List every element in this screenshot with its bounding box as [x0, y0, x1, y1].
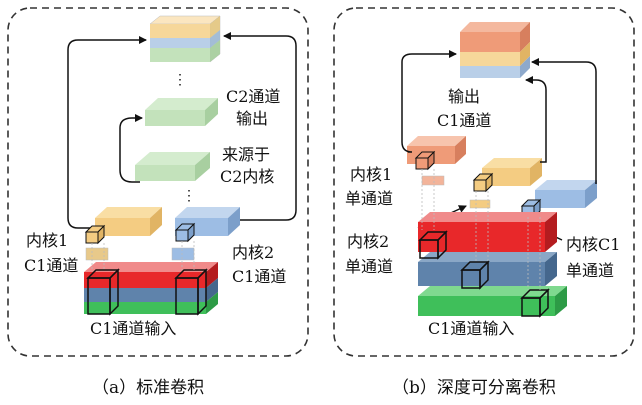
k2-cube-b [472, 172, 494, 193]
label-output-channel-b: C1通道 [437, 111, 491, 130]
kernel2-cube [174, 222, 196, 243]
arrow-kernel1-to-output [67, 36, 147, 229]
arrow-kernel2-to-output [223, 32, 297, 221]
output-channel-slab-2 [135, 152, 210, 181]
input-tensor [84, 262, 218, 316]
k1-cube-b [414, 150, 436, 171]
arrow-k2-to-output-b [525, 76, 547, 163]
kernel2-tile [171, 247, 195, 261]
depthwise-output-2 [482, 158, 542, 186]
dots-middle: ⋮ [182, 188, 196, 204]
label-kernel1-channel: C1通道 [24, 256, 78, 275]
panel-a: ⋮ C2通道 输出 来源于 C2内核 ⋮ [7, 7, 309, 357]
label-kernel2-channel: C1通道 [232, 267, 286, 286]
label-from: 来源于 [222, 145, 270, 164]
panel-b: 输出 C1通道 [333, 7, 635, 357]
label-kernelc1-b: 内核C1 [566, 235, 620, 254]
depthwise-output-c1 [535, 180, 597, 208]
panel-a-border [7, 7, 309, 357]
arrow-slab-connector [119, 114, 143, 183]
caption-b: （b）深度可分离卷积 [392, 378, 556, 398]
k1-tile-b [421, 175, 445, 186]
label-kernel1-b: 内核1 [350, 165, 392, 184]
kernel1-output-slab [95, 207, 162, 236]
input-green-layer [418, 286, 567, 316]
dots-top: ⋮ [173, 72, 187, 88]
wireframe-kernels-b [418, 230, 550, 318]
input-blue-layer [418, 252, 557, 286]
k2-tile-b [469, 199, 491, 209]
label-kernel2-single-b: 单通道 [345, 257, 393, 276]
output-tensor-b [460, 22, 530, 78]
output-tensor [149, 15, 221, 63]
label-c2-kernels: C2内核 [220, 167, 274, 186]
label-input-b: C1通道输入 [428, 319, 514, 338]
label-kernel1-single-b: 单通道 [345, 189, 393, 208]
label-c2-channel: C2通道 [226, 87, 280, 106]
label-input-a: C1通道输入 [90, 319, 176, 338]
kernel1-tile [85, 247, 109, 261]
output-channel-slab [145, 98, 218, 126]
arrow-kc1-to-output-b [531, 58, 597, 184]
kernel1-cube [84, 224, 106, 245]
label-kernel2: 内核2 [232, 243, 274, 262]
label-output: 输出 [236, 109, 268, 128]
panel-b-border [333, 7, 635, 357]
label-output-b: 输出 [448, 87, 480, 106]
label-kernelc1-single-b: 单通道 [566, 261, 614, 280]
input-red-layer [418, 212, 557, 252]
arrow-k1-to-output-b [401, 50, 457, 153]
label-kernel2-b: 内核2 [347, 232, 389, 251]
label-kernel1: 内核1 [26, 231, 68, 250]
caption-a: （a）标准卷积 [92, 378, 204, 398]
